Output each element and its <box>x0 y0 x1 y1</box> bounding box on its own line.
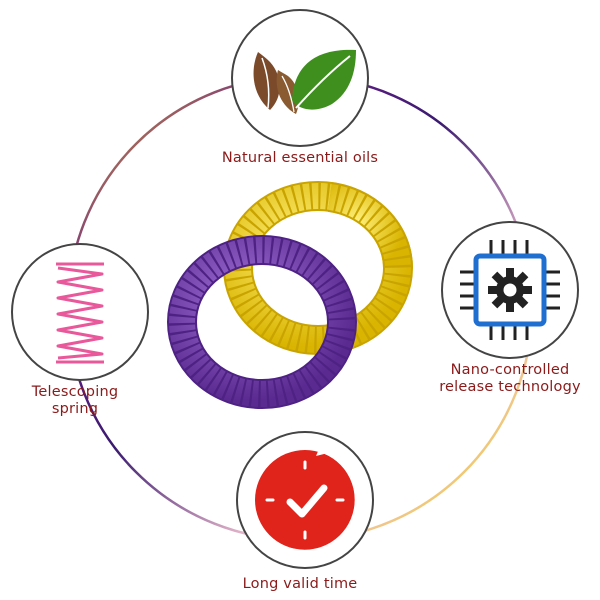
clock-check-icon <box>250 442 359 554</box>
bracelets-image <box>167 181 413 409</box>
label-nano-controlled-release: Nano-controlled release technology <box>439 362 581 395</box>
feature-telescoping-spring <box>11 243 149 381</box>
leaves-icon <box>253 49 356 114</box>
spring-icon <box>56 262 104 364</box>
chip-gear-icon <box>460 240 560 340</box>
feature-long-valid-time <box>236 431 374 569</box>
feature-natural-oils <box>231 9 369 147</box>
feature-nano-release <box>441 221 579 359</box>
label-telescoping-spring: Telescoping spring <box>31 384 119 417</box>
label-natural-essential-oils: Natural essential oils <box>221 150 379 166</box>
label-long-valid-time: Long valid time <box>242 576 358 592</box>
purple-bracelet <box>167 235 357 409</box>
